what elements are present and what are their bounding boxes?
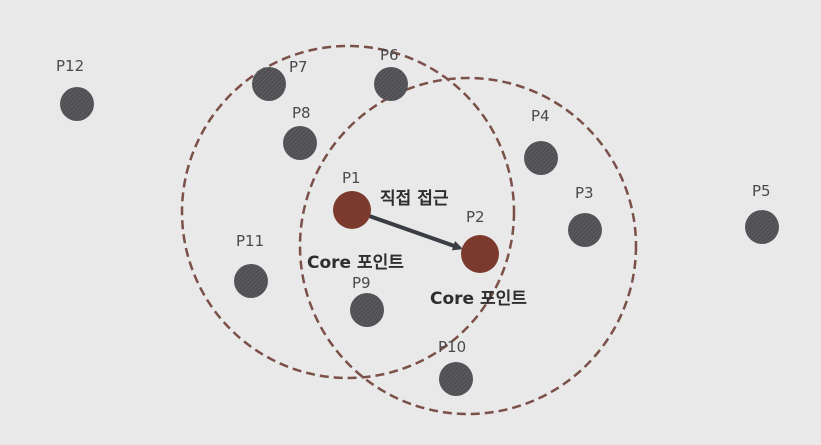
point-p3	[568, 213, 602, 247]
point-p1-core	[333, 191, 371, 229]
point-label-p10: P10	[438, 338, 466, 356]
point-label-p11: P11	[236, 232, 264, 250]
point-p2-core	[461, 235, 499, 273]
point-label-p3: P3	[575, 184, 594, 202]
neighborhood-circle-p2	[298, 76, 638, 416]
point-label-p12: P12	[56, 57, 84, 75]
point-p11	[234, 264, 268, 298]
point-label-p2: P2	[466, 208, 485, 226]
point-p10	[439, 362, 473, 396]
point-label-p9: P9	[352, 274, 371, 292]
point-p7	[252, 67, 286, 101]
point-label-p1: P1	[342, 169, 361, 187]
point-label-p5: P5	[752, 182, 771, 200]
neighborhood-circle-p1	[180, 44, 516, 380]
point-p4	[524, 141, 558, 175]
direct-access-label: 직접 접근	[380, 189, 449, 209]
point-p9	[350, 293, 384, 327]
point-label-p6: P6	[380, 46, 399, 64]
point-label-p4: P4	[531, 107, 550, 125]
direct-access-arrow	[357, 210, 463, 251]
point-label-p8: P8	[292, 104, 311, 122]
core-point-label-p1: Core 포인트	[307, 253, 404, 273]
point-p12	[60, 87, 94, 121]
point-p6	[374, 67, 408, 101]
point-p5	[745, 210, 779, 244]
core-point-label-p2: Core 포인트	[430, 289, 527, 309]
point-label-p7: P7	[289, 58, 308, 76]
point-p8	[283, 126, 317, 160]
